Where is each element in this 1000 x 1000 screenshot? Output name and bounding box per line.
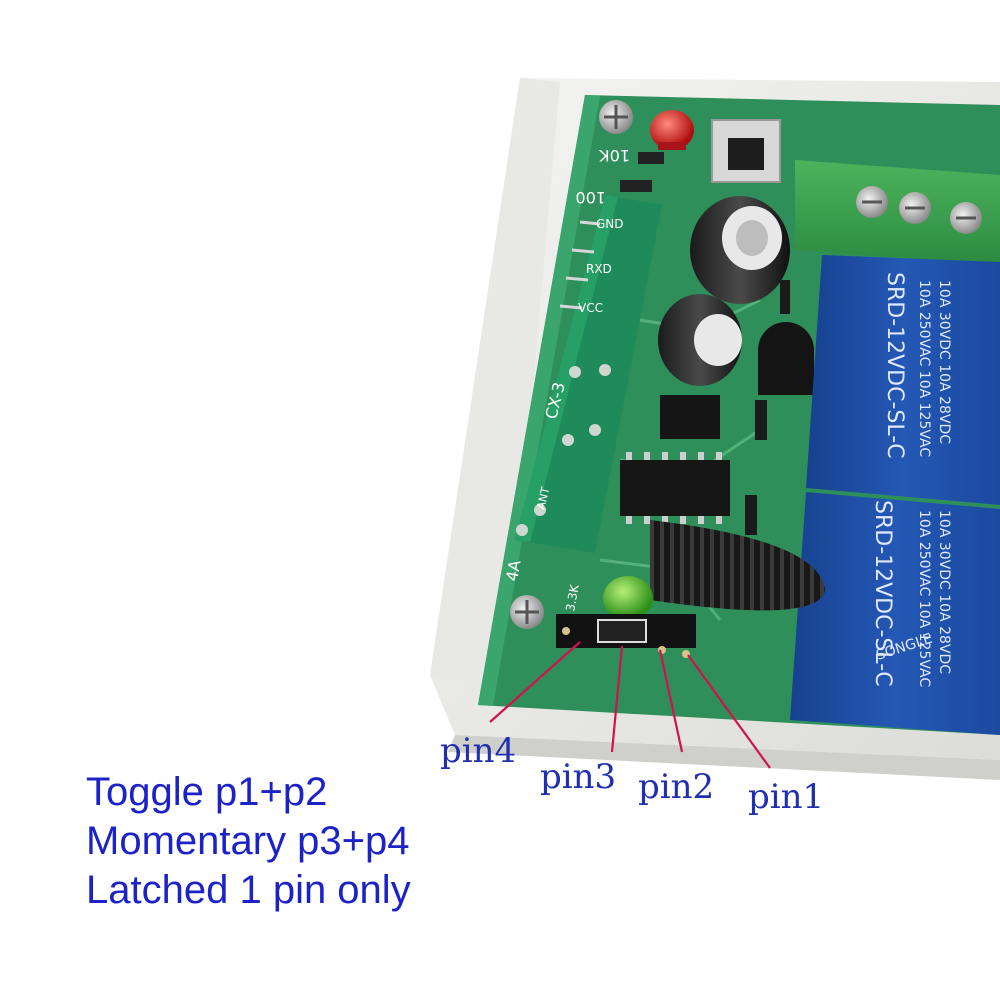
module-pin-rxd: RXD xyxy=(586,262,612,276)
capacitor-small xyxy=(658,294,742,386)
pin1-label: pin1 xyxy=(748,777,825,817)
resistor-label-10k: 10K xyxy=(599,146,630,165)
ic-chip xyxy=(620,395,730,524)
pin4-label: pin4 xyxy=(440,731,517,771)
red-led xyxy=(650,110,694,150)
relay-bottom: SRD-12VDC-SL-C 10A 250VAC 10A 125VAC 10A… xyxy=(790,492,1000,735)
pin-pointer-lines xyxy=(489,641,771,769)
relay-bottom-rating2: 10A 30VDC 10A 28VDC xyxy=(936,510,952,674)
instruction-latched: Latched 1 pin only xyxy=(86,868,411,912)
relay-top: SRD-12VDC-SL-C 10A 250VAC 10A 125VAC 10A… xyxy=(806,255,1000,505)
pin3-label: pin3 xyxy=(540,757,617,797)
jumper-instructions: Toggle p1+p2 Momentary p3+p4 Latched 1 p… xyxy=(86,768,411,915)
pin2-pointer-line xyxy=(658,649,684,753)
screw-bottom xyxy=(510,595,544,629)
module-pin-gnd: GND xyxy=(596,217,624,231)
relay-top-rating1: 10A 250VAC 10A 125VAC xyxy=(916,280,932,457)
relay-bottom-rating1: 10A 250VAC 10A 125VAC xyxy=(916,510,932,687)
capacitor-large xyxy=(690,196,790,304)
diodes xyxy=(745,280,790,535)
relay-top-model: SRD-12VDC-SL-C xyxy=(882,272,907,459)
green-led xyxy=(603,576,653,620)
rf-receiver-module: GND RXD VCC CX-3 ANT xyxy=(515,195,662,553)
edge-label-4a: 4A xyxy=(502,559,524,583)
resistor-label-100: 100 xyxy=(575,188,606,207)
pin4-pointer-line xyxy=(489,641,581,723)
instruction-toggle: Toggle p1+p2 xyxy=(86,770,328,814)
screw-top xyxy=(599,100,633,134)
antenna-coil xyxy=(650,520,825,611)
pin3-pointer-line xyxy=(610,645,624,753)
instruction-momentary: Momentary p3+p4 xyxy=(86,819,410,863)
relay-top-rating2: 10A 30VDC 10A 28VDC xyxy=(936,280,952,444)
pin2-label: pin2 xyxy=(638,767,715,807)
screw-terminal xyxy=(795,160,1000,265)
module-ant-label: ANT xyxy=(534,486,552,511)
pin1-pointer-line xyxy=(687,654,771,769)
module-pin-vcc: VCC xyxy=(578,301,603,315)
learn-button xyxy=(711,119,781,183)
transistor xyxy=(758,322,814,395)
relay-bottom-model: SRD-12VDC-SL-C xyxy=(870,500,895,687)
resistor-label-3-3k: 3.3K xyxy=(563,582,582,612)
